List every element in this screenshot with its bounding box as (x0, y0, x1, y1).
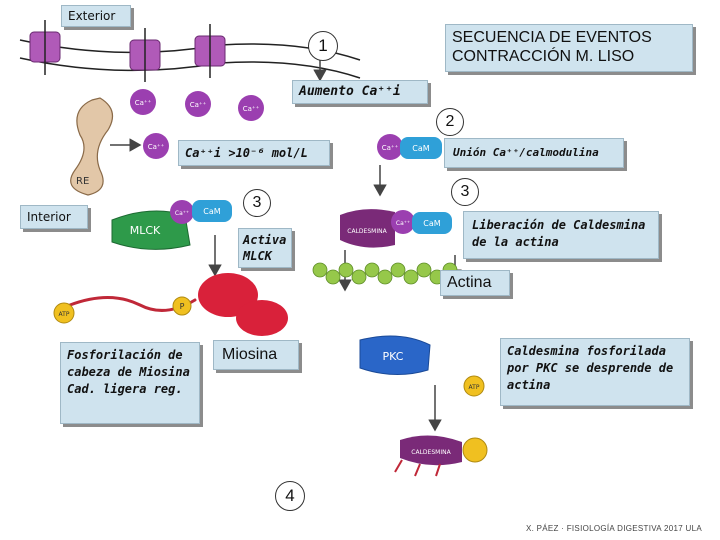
credit-text: X. PÁEZ · FISIOLOGÍA DIGESTIVA 2017 ULA (525, 524, 702, 533)
calmodulin-complex-icon: Ca⁺⁺ CaM (377, 134, 442, 160)
caldesmin-complex-icon: CALDESMINA Ca⁺⁺ CaM (340, 209, 452, 248)
drawing-label: Ca⁺⁺ (382, 144, 399, 152)
drawing-label: P (180, 302, 185, 311)
drawing-label: CaM (412, 144, 429, 153)
page-title: SECUENCIA DE EVENTOS CONTRACCIÓN M. LISO (445, 24, 693, 72)
drawing-label: CALDESMINA (411, 449, 451, 456)
drawing-label: Ca⁺⁺ (396, 220, 410, 227)
step-number: 3 (451, 178, 479, 206)
calcium-ion-icon: Ca⁺⁺ (238, 95, 264, 121)
fosforilacion-label: Fosforilación de cabeza de Miosina Cad. … (60, 342, 200, 424)
calcium-ion-icon: Ca⁺⁺ (143, 133, 169, 159)
concentration-label: Ca⁺⁺i >10⁻⁶ mol/L (178, 140, 330, 166)
miosina-label: Miosina (213, 340, 299, 370)
drawing-label: CaM (423, 219, 440, 228)
aumento-label: Aumento Ca⁺⁺i (292, 80, 428, 104)
drawing-label: Ca⁺⁺ (175, 210, 189, 217)
drawing-label: CaM (203, 207, 220, 216)
calcium-ion-icon: Ca⁺⁺ (130, 89, 156, 115)
step-number: 1 (308, 31, 338, 61)
drawing-label: Ca⁺⁺ (243, 105, 260, 113)
drawing-label: ATP (469, 384, 480, 391)
atp-icon: ATP (463, 375, 485, 397)
step-number: 3 (243, 189, 271, 217)
phosphate-icon: P (172, 296, 192, 316)
drawing-label: Ca⁺⁺ (190, 101, 207, 109)
reticulum-label: RE (76, 176, 89, 187)
drawing-label: Ca⁺⁺ (135, 99, 152, 107)
atp-icon: ATP (53, 302, 75, 324)
drawing-label: CALDESMINA (347, 228, 387, 235)
drawing-label: PKC (383, 350, 404, 363)
liberacion-label: Liberación de Caldesmina de la actina (463, 211, 659, 259)
union-label: Unión Ca⁺⁺/calmodulina (444, 138, 624, 168)
actina-label: Actina (440, 270, 510, 296)
calcium-ion-icon: Ca⁺⁺ (185, 91, 211, 117)
reticulum-icon (70, 97, 114, 196)
actin-filament-icon (312, 262, 458, 285)
drawing-label: MLCK (130, 224, 161, 237)
mlck-complex-icon: MLCK Ca⁺⁺ CaM (111, 200, 232, 250)
caldesmina-fosforilada-label: Caldesmina fosforilada por PKC se despre… (500, 338, 690, 406)
exterior-label: Exterior (61, 5, 131, 27)
calcium-channel-icon (129, 28, 161, 82)
activa-mlck-label: Activa MLCK (238, 228, 292, 268)
calcium-channel-icon (194, 24, 226, 78)
drawing-label: ATP (59, 311, 70, 318)
interior-label: Interior (20, 205, 88, 229)
pkc-icon: PKC (359, 335, 431, 376)
caldesmin-phosphorylated-icon: CALDESMINA (394, 435, 488, 477)
myosin-head-icon (198, 273, 288, 336)
calcium-channel-icon (29, 20, 61, 75)
drawing-label: Ca⁺⁺ (148, 143, 165, 151)
step-number: 4 (275, 481, 305, 511)
step-number: 2 (436, 108, 464, 136)
